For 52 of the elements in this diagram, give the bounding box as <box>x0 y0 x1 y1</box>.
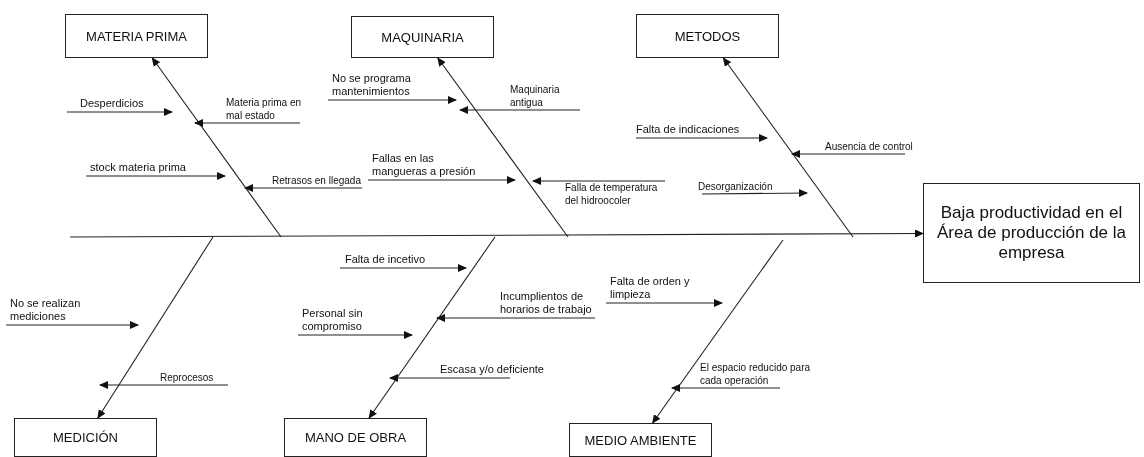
cause-label: Escasa y/o deficiente <box>440 363 544 378</box>
arrow <box>66 108 173 116</box>
cause-label: Reprocesos <box>160 371 228 385</box>
arrow <box>85 172 226 180</box>
cause-label: Retrasos en llegada <box>272 174 362 188</box>
cause-label: Falta de orden y limpieza <box>606 274 695 303</box>
cause-label: Maquinaria antigua <box>510 84 580 110</box>
cause-label: Desperdicios <box>67 97 144 112</box>
cause-label: Fallas en las mangueras a presión <box>368 151 476 180</box>
cause-label: Ausencia de control <box>825 140 913 154</box>
bone-arrow <box>151 57 282 238</box>
category-box: MEDICIÓN <box>14 418 157 457</box>
arrow <box>671 384 781 392</box>
cause-label: Falta de indicaciones <box>636 123 740 138</box>
arrow <box>635 134 768 142</box>
arrow <box>5 321 139 329</box>
arrow <box>436 314 596 322</box>
cause-label: Falla de temperatura del hidroocoler <box>565 181 665 207</box>
category-box: METODOS <box>636 14 779 58</box>
cause-label: No se programa mantenimientos <box>328 71 420 100</box>
arrow <box>99 381 229 389</box>
cause-label: No se realizan mediciones <box>6 296 88 325</box>
cause-label: Personal sin compromiso <box>298 306 372 335</box>
effect-box: Baja productividad en el Área de producción de la empresa <box>923 183 1140 283</box>
arrow <box>605 299 723 307</box>
bone-arrow <box>368 236 496 419</box>
category-box: MANO DE OBRA <box>284 418 427 457</box>
arrow <box>389 374 511 382</box>
arrow <box>367 176 516 184</box>
arrow <box>791 150 906 158</box>
cause-label: El espacio reducido para cada operación <box>700 362 830 388</box>
cause-label: Incumplientos de horarios de trabajo <box>500 289 600 318</box>
arrow <box>532 177 666 185</box>
arrow <box>701 189 808 198</box>
arrow <box>297 331 413 339</box>
bone-arrow <box>722 57 854 238</box>
category-box: MEDIO AMBIENTE <box>569 423 712 457</box>
cause-label: Desorganización <box>698 180 773 194</box>
category-box: MAQUINARIA <box>351 16 494 58</box>
category-box: MATERIA PRIMA <box>65 14 208 58</box>
spine-arrow <box>69 229 924 238</box>
bone-arrow <box>97 236 214 419</box>
arrow <box>194 119 301 127</box>
arrow <box>244 184 363 192</box>
cause-label: stock materia prima <box>86 161 186 176</box>
cause-label: Materia prima en mal estado <box>226 97 316 123</box>
cause-label: Falta de incetivo <box>340 253 426 268</box>
arrow <box>459 106 581 114</box>
arrow <box>327 96 457 104</box>
arrow <box>339 264 467 272</box>
bone-arrow <box>652 239 784 424</box>
bone-arrow <box>437 57 569 238</box>
